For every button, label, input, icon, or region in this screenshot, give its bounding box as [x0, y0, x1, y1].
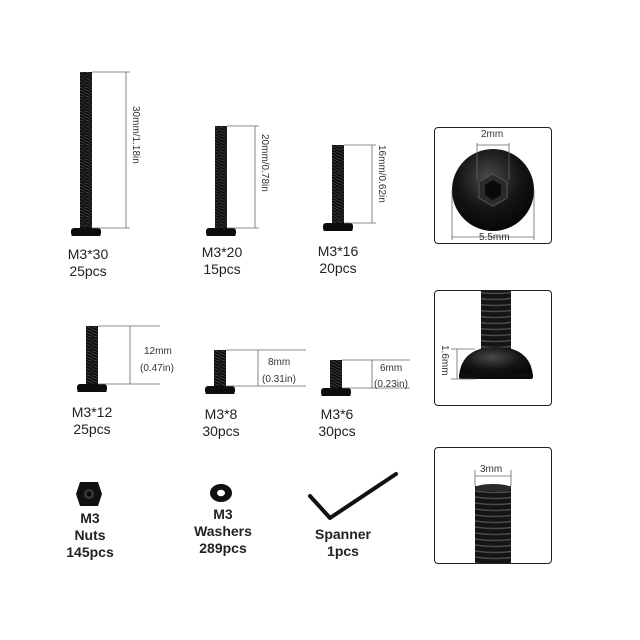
screw-count-label: 25pcs — [73, 421, 111, 437]
screw-count-label: 30pcs — [318, 423, 356, 439]
screw-m3x16: 16mm/0.62in M3*16 20pcs — [312, 144, 402, 305]
head-side-detail: 1.6mm — [434, 290, 552, 406]
hex-nut-icon — [76, 482, 102, 506]
hex-key-icon — [308, 472, 398, 520]
head-height-label: 1.6mm — [439, 345, 450, 376]
head-top-detail: 2mm 5.5mm — [434, 127, 552, 244]
screw-head-side-icon — [451, 291, 533, 380]
accessory-name-label: Spanner — [314, 526, 371, 542]
dimension-label: 20mm/0.78in — [259, 134, 270, 192]
thread-diameter-label: 3mm — [480, 464, 503, 475]
screw-count-label: 30pcs — [202, 423, 240, 439]
screw-size-label: M3*6 — [320, 406, 354, 422]
dimension-mm-label: 8mm — [268, 357, 291, 368]
screw-size-label: M3*20 — [201, 244, 243, 260]
accessory-count-label: 1pcs — [327, 543, 359, 559]
accessory-name-label: Washers — [194, 523, 252, 539]
screw-m3x30: 30mm/1.18in M3*30 25pcs — [60, 68, 150, 308]
thread-diameter-icon — [474, 470, 512, 563]
m3-washer: M3 Washers 289pcs — [188, 480, 258, 570]
dimension-in-label: (0.47in) — [140, 363, 174, 374]
screw-m3x12: 12mm (0.47in) M3*12 25pcs — [68, 325, 198, 446]
screw-size-label: M3*12 — [71, 404, 113, 420]
screw-m3x8-icon — [205, 349, 306, 394]
dimension-in-label: (0.23in) — [374, 379, 408, 390]
accessory-name-label: M3 — [213, 506, 233, 522]
thread-detail: 3mm — [434, 447, 552, 564]
dimension-label: 16mm/0.62in — [376, 145, 387, 203]
accessory-count-label: 289pcs — [199, 540, 247, 556]
screw-size-label: M3*30 — [67, 246, 109, 262]
screw-m3x6: 6mm (0.23in) M3*6 30pcs — [318, 359, 428, 450]
accessory-count-label: 145pcs — [66, 544, 114, 560]
screw-size-label: M3*8 — [204, 406, 238, 422]
accessory-name-label: M3 — [80, 510, 100, 526]
screw-m3x6-icon — [321, 359, 410, 396]
head-diameter-label: 5.5mm — [479, 232, 510, 243]
dimension-in-label: (0.31in) — [262, 374, 296, 385]
screw-head-hex-icon — [451, 143, 535, 240]
screw-count-label: 25pcs — [69, 263, 107, 279]
screw-m3x30-icon — [71, 71, 130, 236]
hex-spanner: Spanner 1pcs — [300, 468, 410, 564]
washer-icon — [210, 484, 232, 502]
accessory-name-label: Nuts — [74, 527, 106, 543]
m3-nut: M3 Nuts 145pcs — [60, 478, 120, 568]
dimension-mm-label: 6mm — [380, 363, 403, 374]
screw-size-label: M3*16 — [317, 243, 359, 259]
hex-size-label: 2mm — [481, 129, 504, 140]
screw-m3x20: 20mm/0.78in M3*20 15pcs — [195, 125, 285, 306]
screw-count-label: 15pcs — [203, 261, 241, 277]
dimension-label: 30mm/1.18in — [130, 106, 141, 164]
screw-m3x8: 8mm (0.31in) M3*8 30pcs — [196, 349, 326, 450]
screw-m3x12-icon — [77, 325, 160, 392]
screw-m3x16-icon — [323, 144, 376, 231]
dimension-mm-label: 12mm — [144, 346, 172, 357]
screw-m3x20-icon — [206, 125, 259, 236]
screw-count-label: 20pcs — [319, 260, 357, 276]
